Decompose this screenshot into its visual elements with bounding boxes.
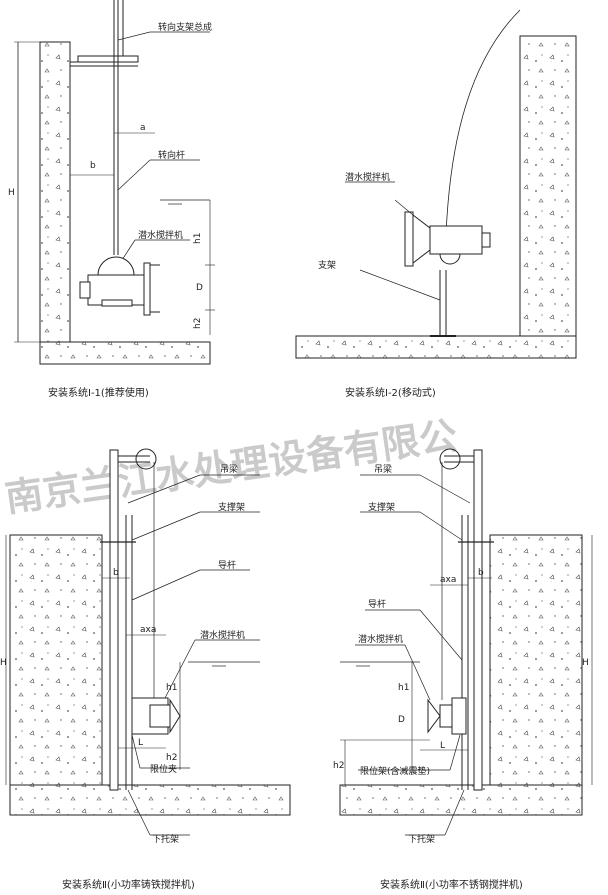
floor-4 bbox=[339, 784, 583, 816]
label-mixer: 潜水搅拌机 bbox=[138, 229, 183, 241]
dim-L-3: L bbox=[138, 738, 143, 748]
caption-1: 安装系统Ⅰ-1(推荐使用) bbox=[48, 386, 149, 399]
dim-b: b bbox=[90, 161, 96, 171]
dim-b-3: b bbox=[113, 568, 119, 578]
floor-3 bbox=[9, 784, 291, 816]
label-mixer-2: 潜水搅拌机 bbox=[345, 171, 390, 183]
label-support-3: 支撑架 bbox=[218, 501, 245, 513]
mixer-unit-1 bbox=[79, 256, 160, 316]
label-bottom-4: 下托架 bbox=[408, 833, 435, 845]
wall-3 bbox=[9, 534, 103, 786]
caption-3: 安装系统Ⅱ(小功率铸铁搅拌机) bbox=[62, 878, 195, 891]
dim-h1-4: h1 bbox=[398, 683, 409, 693]
label-limiter-3: 限位夹 bbox=[150, 763, 177, 775]
dim-H-3: H bbox=[0, 658, 7, 668]
dim-axa-3: axa bbox=[140, 625, 156, 635]
dim-b-4: b bbox=[478, 568, 484, 578]
dim-H: H bbox=[8, 188, 15, 198]
label-crane-3: 吊梁 bbox=[220, 463, 238, 475]
label-support-4: 支撑架 bbox=[368, 501, 395, 513]
dim-D: D bbox=[196, 283, 203, 293]
label-limiter-4: 限位架(含减震垫) bbox=[360, 765, 430, 777]
panel-2-mobile-system: 潜水搅拌机 支架 安装系统Ⅰ-2(移动式) bbox=[295, 9, 577, 399]
bracket-plate bbox=[77, 55, 139, 63]
panel-3-cast-iron-system: H 吊梁 支撑架 导杆 b axa h1 D h2 bbox=[0, 448, 291, 891]
label-mixer-3: 潜水搅拌机 bbox=[200, 629, 245, 641]
dim-H-4: H bbox=[582, 658, 589, 668]
dim-h2: h2 bbox=[193, 318, 203, 329]
caption-2: 安装系统Ⅰ-2(移动式) bbox=[345, 386, 436, 399]
mixer-unit-4 bbox=[427, 697, 467, 735]
dim-L-4: L bbox=[440, 741, 445, 751]
panel-1-pushed-system: H 转向支架总成 a b 转向杆 h1 D h2 潜水搅 bbox=[8, 0, 215, 399]
mixer-unit-2 bbox=[404, 211, 491, 267]
label-mixer-4: 潜水搅拌机 bbox=[358, 633, 403, 645]
wall-4 bbox=[489, 534, 583, 786]
label-bottom-3: 下托架 bbox=[152, 833, 179, 845]
dim-D-4: D bbox=[398, 715, 405, 725]
mixer-unit-3 bbox=[131, 697, 181, 735]
panel-4-stainless-system: H 吊梁 支撑架 b axa 导杆 h1 D h2 bbox=[333, 448, 593, 891]
caption-4: 安装系统Ⅱ(小功率不锈钢搅拌机) bbox=[380, 878, 523, 891]
dim-h2-4: h2 bbox=[333, 761, 344, 771]
dim-h1: h1 bbox=[193, 233, 203, 244]
dim-h2-3: h2 bbox=[166, 753, 177, 763]
wall-right bbox=[519, 35, 577, 337]
floor-2 bbox=[295, 335, 577, 359]
label-guide-4: 导杆 bbox=[368, 598, 386, 610]
floor bbox=[39, 341, 211, 365]
label-bracket: 转向支架总成 bbox=[158, 21, 212, 33]
wall-left bbox=[39, 41, 71, 343]
dim-h1-3: h1 bbox=[166, 683, 177, 693]
label-crane-4: 吊梁 bbox=[374, 463, 392, 475]
label-guide-3: 导杆 bbox=[218, 559, 236, 571]
dim-axa-4: axa bbox=[440, 575, 456, 585]
dim-a: a bbox=[140, 123, 146, 133]
label-rod: 转向杆 bbox=[158, 149, 185, 161]
label-stand: 支架 bbox=[318, 259, 336, 271]
